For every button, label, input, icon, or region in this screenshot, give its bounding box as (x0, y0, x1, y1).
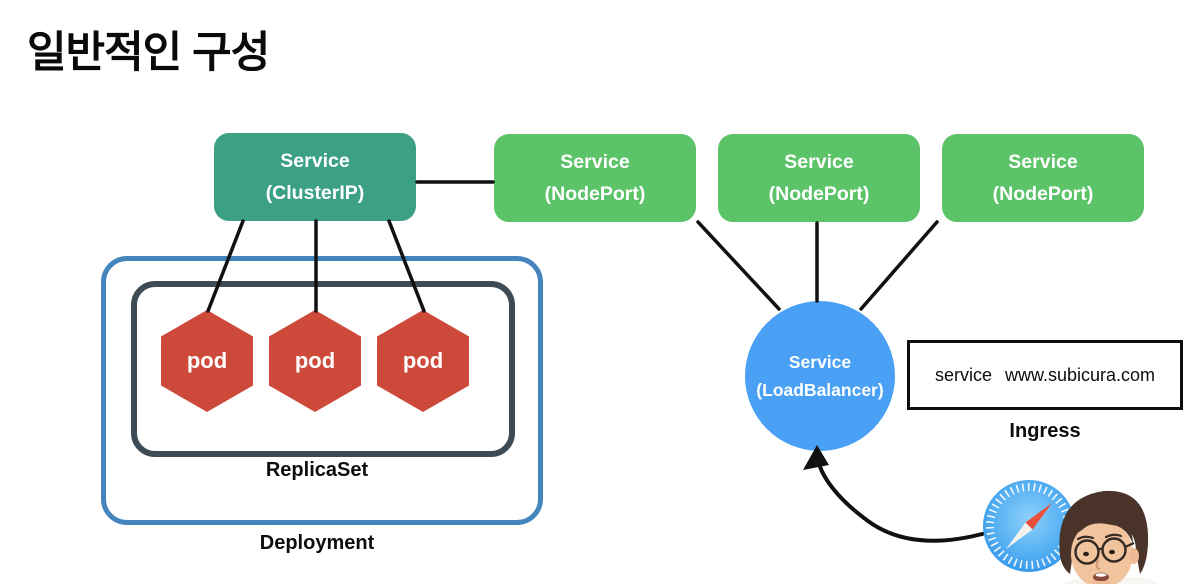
presenter-neck (1093, 581, 1111, 584)
service-name: Service (280, 149, 350, 172)
presenter-eye-left (1083, 551, 1089, 557)
ingress-label: Ingress (1009, 420, 1081, 442)
compass-needle-white (1006, 522, 1033, 549)
service-nodeport-node-3: Service (NodePort) (942, 134, 1144, 222)
presenter-glasses-right (1101, 537, 1127, 563)
deployment-boundary (101, 256, 543, 525)
service-type: (ClusterIP) (265, 181, 365, 204)
presenter-hair (1059, 490, 1149, 574)
service-nodeport-node-1: Service (NodePort) (494, 134, 696, 222)
presenter-nose (1095, 559, 1100, 570)
service-type: (LoadBalancer) (756, 379, 884, 400)
service-name: Service (1008, 150, 1078, 173)
edge-nodeport3-loadbalancer (859, 220, 939, 311)
presenter-ear (1129, 548, 1139, 564)
presenter-glasses-bridge (1097, 547, 1104, 551)
service-type: (NodePort) (992, 182, 1094, 205)
service-nodeport-node-2: Service (NodePort) (718, 134, 920, 222)
presenter-glasses-temple (1124, 541, 1135, 549)
service-name: Service (560, 150, 630, 173)
presenter-brow-left (1076, 535, 1095, 541)
presenter-teeth (1095, 573, 1107, 577)
service-name: Service (784, 150, 854, 173)
pod-label: pod (186, 348, 228, 373)
replicaset-label: ReplicaSet (265, 459, 369, 481)
replicaset-boundary (131, 281, 515, 457)
compass-needle-red (1025, 503, 1052, 530)
deployment-label: Deployment (259, 532, 375, 554)
service-loadbalancer-node: Service (LoadBalancer) (745, 301, 895, 451)
presenter-fringe (1071, 513, 1133, 544)
service-type: (NodePort) (544, 182, 646, 205)
service-type: (NodePort) (768, 182, 870, 205)
ingress-rule-service: service (934, 364, 992, 385)
service-name: Service (788, 351, 852, 372)
presenter-brow-right (1104, 533, 1123, 539)
arrow-browser-to-loadbalancer (816, 457, 988, 543)
ingress-rule-box: service www.subicura.com (907, 340, 1183, 410)
slide-title: 일반적인 구성 (27, 29, 270, 77)
ingress-rule-host: www.subicura.com (1004, 364, 1156, 385)
service-clusterip-node: Service (ClusterIP) (214, 133, 416, 221)
presenter-webcam-portrait (1059, 490, 1160, 584)
pod-label: pod (294, 348, 336, 373)
pod-label: pod (402, 348, 444, 373)
presenter-glasses-left (1074, 539, 1100, 565)
presenter-eye-right (1109, 549, 1115, 555)
edge-nodeport1-loadbalancer (696, 220, 781, 311)
